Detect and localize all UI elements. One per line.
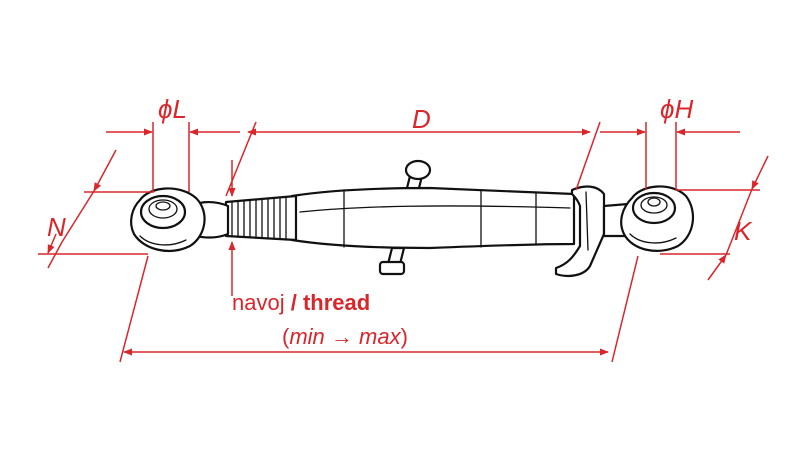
range-arrow: → bbox=[325, 324, 359, 349]
thread-note: navoj / thread bbox=[232, 290, 370, 315]
thread-note-slash: / bbox=[285, 290, 303, 315]
range-min: min bbox=[289, 324, 324, 349]
label-n: N bbox=[47, 212, 66, 242]
range-close: ) bbox=[401, 324, 408, 349]
label-d: D bbox=[412, 104, 431, 134]
lower-pin bbox=[378, 246, 406, 276]
right-ball-end bbox=[620, 185, 695, 252]
label-diameter-h: ϕH bbox=[660, 94, 693, 124]
label-k: K bbox=[734, 216, 753, 246]
thread-note-english: thread bbox=[303, 290, 370, 315]
range-max: max bbox=[359, 324, 402, 349]
left-ball-end bbox=[130, 187, 230, 252]
dimension-lines bbox=[38, 121, 769, 363]
range-note: (min → max) bbox=[282, 324, 408, 349]
range-open: ( bbox=[282, 324, 290, 349]
thread-note-local: navoj bbox=[232, 290, 285, 315]
thread-ridges bbox=[231, 196, 287, 241]
label-diameter-l: ϕL bbox=[158, 94, 187, 124]
main-tube bbox=[290, 186, 576, 250]
top-link-drawing bbox=[130, 159, 695, 277]
